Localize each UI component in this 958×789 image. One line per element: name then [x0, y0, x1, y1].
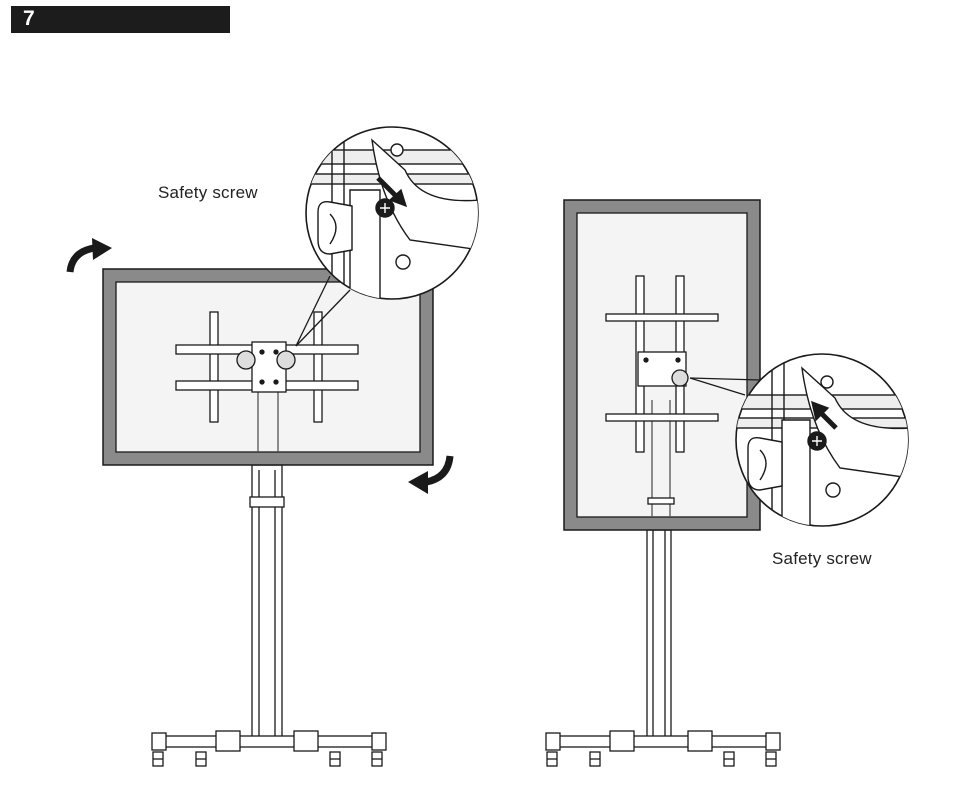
- caster-wheel-right-3: [723, 751, 735, 767]
- stand-right-portrait: [545, 199, 781, 767]
- screw-icon-left: [375, 198, 395, 218]
- stand-base-right: [545, 730, 781, 767]
- vesa-bracket-left: [175, 311, 359, 423]
- caster-wheel-left-1: [152, 751, 164, 767]
- step-number-bar: 7: [11, 6, 230, 33]
- safety-screw-detail-right: [735, 353, 909, 527]
- caster-wheel-left-3: [329, 751, 341, 767]
- stand-pole-left: [251, 464, 283, 742]
- pole-collar-left: [249, 496, 285, 508]
- stand-base-left: [151, 730, 387, 767]
- caster-wheel-right-4: [765, 751, 777, 767]
- caster-wheel-right-2: [589, 751, 601, 767]
- vesa-bracket-right: [605, 275, 719, 453]
- stand-left-landscape: [102, 268, 434, 767]
- step-number: 7: [23, 7, 35, 30]
- stand-pole-right: [646, 529, 672, 741]
- caster-wheel-left-4: [371, 751, 383, 767]
- safety-screw-label-left: Safety screw: [158, 183, 258, 202]
- safety-screw-detail-left: [305, 126, 479, 300]
- rotate-arrow-top-left: [66, 238, 112, 273]
- screw-icon-right: [807, 431, 827, 451]
- rotate-arrow-bottom-right: [408, 455, 454, 494]
- caster-wheel-left-2: [195, 751, 207, 767]
- caster-wheel-right-1: [546, 751, 558, 767]
- safety-screw-label-right: Safety screw: [772, 549, 872, 568]
